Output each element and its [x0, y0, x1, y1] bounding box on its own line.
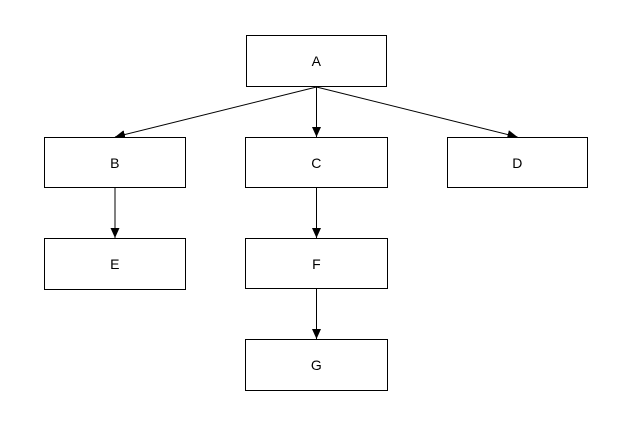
node-B: B [44, 137, 186, 188]
node-F: F [245, 238, 388, 289]
node-D: D [447, 137, 588, 188]
node-label: F [312, 255, 321, 272]
node-label: G [310, 357, 323, 373]
node-G: G [245, 339, 388, 391]
node-label: B [110, 154, 120, 171]
edge-A-B [114, 86, 317, 139]
node-label: D [512, 154, 523, 171]
node-C: C [245, 137, 388, 188]
node-A: A [246, 35, 387, 87]
node-E: E [44, 238, 186, 290]
edge-A-D [316, 86, 518, 139]
node-label: C [311, 154, 322, 171]
node-label: E [110, 256, 120, 272]
node-label: A [311, 53, 322, 69]
